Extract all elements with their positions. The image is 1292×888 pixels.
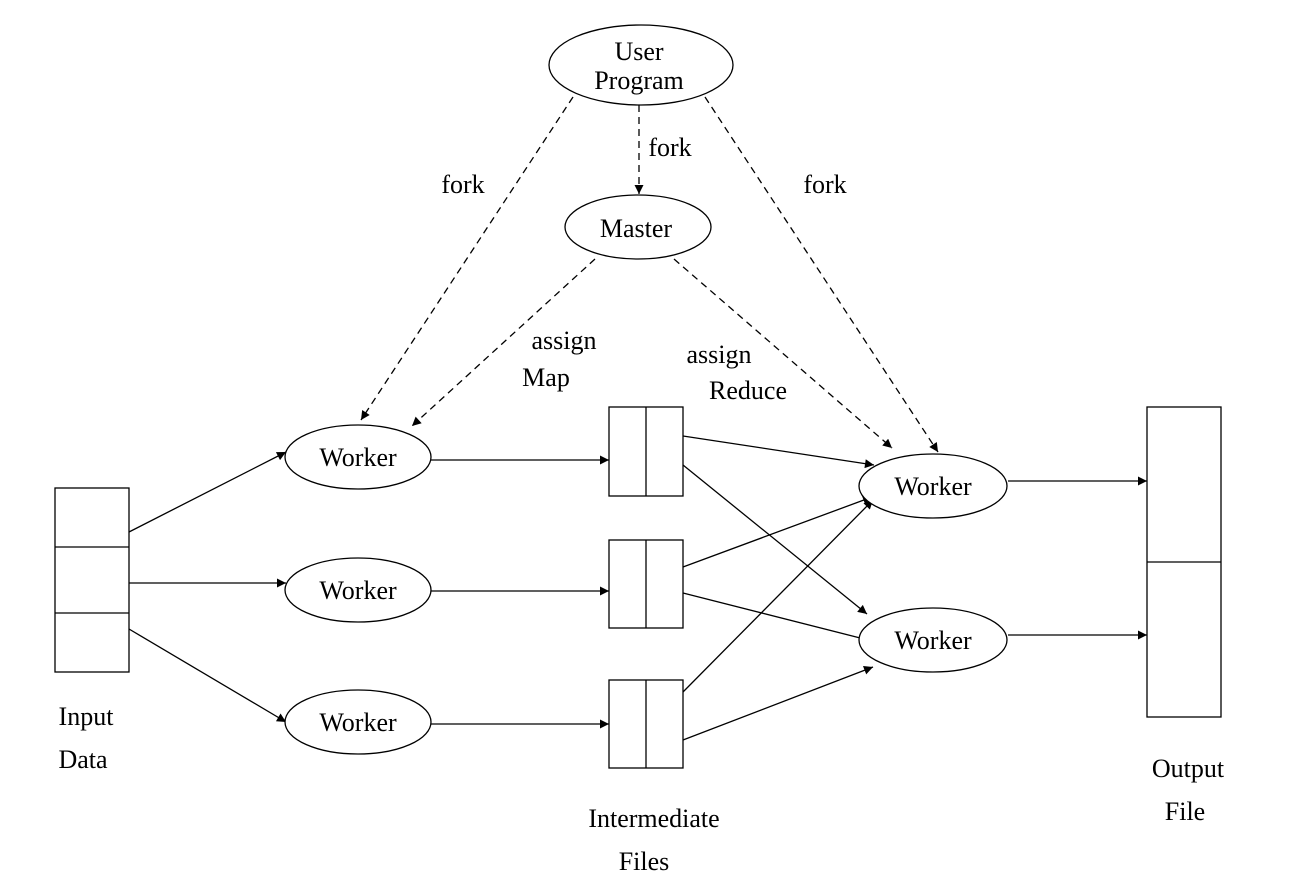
edge-file-1-to-reduce-1 <box>682 435 875 469</box>
intermediate-file <box>608 539 684 629</box>
edge-fork-to-map-worker <box>360 96 574 421</box>
output-file-label-line2: File <box>1165 797 1205 826</box>
input-data-label-line2: Data <box>58 745 108 774</box>
reduce-worker-node: Worker <box>858 453 1008 519</box>
intermediate-file <box>608 406 684 497</box>
worker-label: Worker <box>319 443 397 472</box>
edge-file-3-to-reduce-2 <box>682 666 874 741</box>
worker-label: Worker <box>319 576 397 605</box>
worker-label: Worker <box>319 708 397 737</box>
intermediate-file <box>608 679 684 769</box>
reduce-worker-node: Worker <box>858 607 1008 673</box>
edge-file-2-to-reduce-1 <box>682 495 873 568</box>
output-file-label-line1: Output <box>1152 754 1225 783</box>
assign-reduce-label-line2: Reduce <box>709 376 787 405</box>
edge-file-1-to-reduce-2 <box>682 464 868 615</box>
edge-input-to-worker-3 <box>128 628 287 723</box>
worker-label: Worker <box>894 626 972 655</box>
output-file-stack <box>1146 406 1222 718</box>
worker-label: Worker <box>894 472 972 501</box>
map-worker-node: Worker <box>284 424 432 490</box>
edge-fork-to-reduce-worker <box>704 96 939 453</box>
user-program-label-line2: Program <box>594 66 684 95</box>
fork-label-center: fork <box>648 133 691 162</box>
assign-reduce-label-line1: assign <box>687 340 752 369</box>
input-data-stack <box>54 487 130 673</box>
edges <box>128 96 1147 741</box>
assign-map-label-line2: Map <box>522 363 570 392</box>
edge-file-2-to-reduce-2 <box>682 592 873 644</box>
user-program-node: User Program <box>548 24 734 106</box>
intermediate-files-label-line1: Intermediate <box>588 804 719 833</box>
edge-file-3-to-reduce-1 <box>682 499 874 693</box>
master-label: Master <box>600 214 673 243</box>
map-worker-node: Worker <box>284 689 432 755</box>
edge-input-to-worker-1 <box>128 451 287 533</box>
edge-assign-reduce <box>673 258 893 449</box>
map-worker-node: Worker <box>284 557 432 623</box>
user-program-label-line1: User <box>614 37 663 66</box>
assign-map-label-line1: assign <box>532 326 597 355</box>
intermediate-files-label-line2: Files <box>619 847 670 876</box>
fork-label-right: fork <box>803 170 846 199</box>
input-data-label-line1: Input <box>59 702 115 731</box>
fork-label-left: fork <box>441 170 484 199</box>
edge-assign-map <box>411 258 596 427</box>
master-node: Master <box>564 194 712 260</box>
